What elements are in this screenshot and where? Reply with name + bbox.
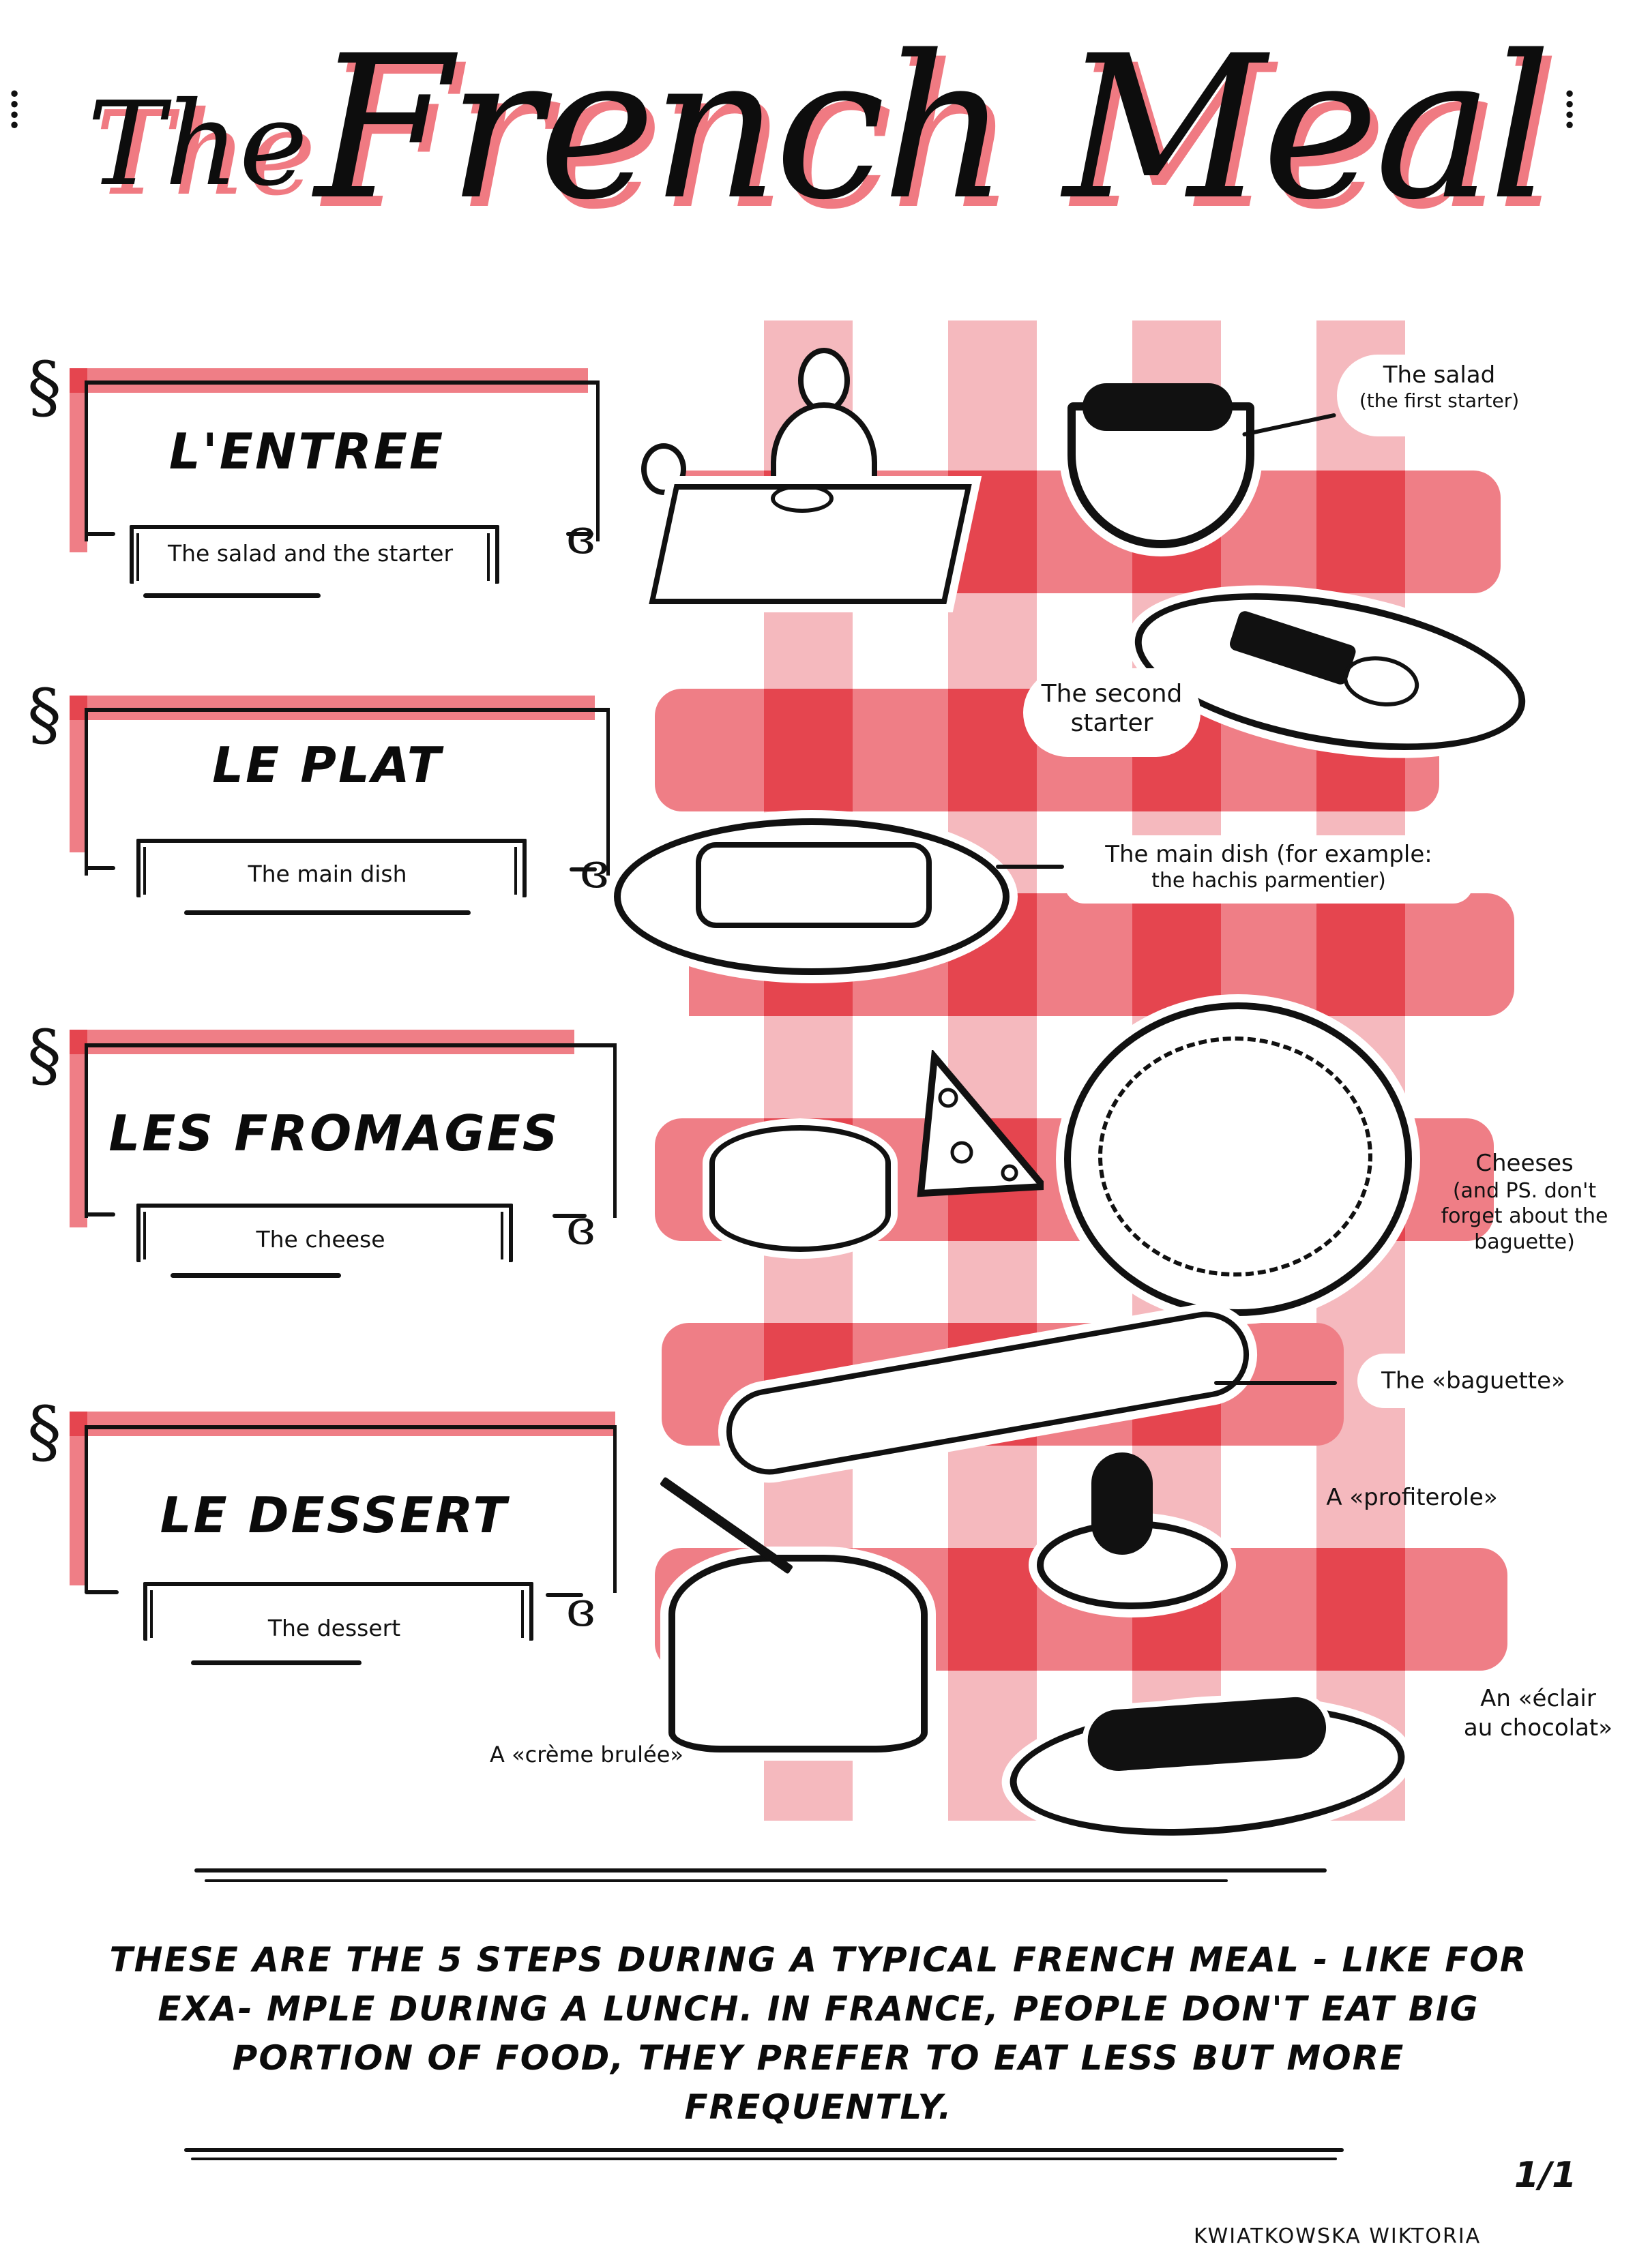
cheese-wheel-illustration [709,1125,891,1252]
scroll-flourish-icon: ɞ [566,1581,595,1637]
section-plat: § ɞ LE PLAT The main dish [27,668,628,941]
section-heading: L'ENTREE [168,423,445,480]
heading-frame [85,1043,617,1218]
divider-line [205,1879,1228,1882]
profiterole-plate-illustration [1037,1452,1228,1609]
scroll-flourish-icon: § [27,1392,61,1472]
title-french-meal: French Meal [314,14,1552,243]
scroll-flourish-icon: § [27,347,61,427]
leader-line [996,865,1064,869]
caption-salad: The salad (the first starter) [1337,355,1542,436]
terrine-icon [1228,609,1358,687]
scroll-flourish-icon: ɞ [580,843,609,899]
scroll-flourish-icon: ɞ [566,1199,595,1255]
section-subtitle: The salad and the starter [167,540,454,567]
divider-line [194,1868,1327,1872]
heading-frame [85,381,600,541]
scroll-flourish-icon: § [27,674,61,754]
caption-second-starter: The second starter [1023,668,1201,757]
main-dish-plate-illustration [614,818,1010,975]
hachis-parmentier-icon [696,842,932,928]
title-the: The [87,77,308,212]
section-subtitle: The main dish [248,861,407,887]
heading-frame [85,708,610,876]
caption-eclair: An «éclair au chocolat» [1463,1685,1613,1742]
divider-line [191,2158,1337,2160]
caption-baguette: The «baguette» [1357,1354,1589,1408]
caption-main-dish: The main dish (for example: the hachis p… [1064,835,1473,904]
section-entree: § ɞ L'ENTREE The salad and the starter [27,341,628,614]
profiterole-icon [1091,1452,1153,1555]
creme-brulee-illustration [659,1476,928,1752]
section-heading: LE PLAT [212,736,443,794]
leader-line [1214,1381,1337,1385]
page-title: The French Meal [0,14,1635,243]
caption-creme-brulee: A «crème brulée» [490,1742,683,1767]
title-banner: ⁞ The French Meal ⁞ [0,0,1635,273]
author-credit: KWIATKOWSKA WIKTORIA [1194,2224,1482,2248]
scroll-flourish-icon: § [27,1015,61,1095]
section-subtitle: The dessert [267,1615,401,1641]
left-flourish-icon: ⁞ [7,77,23,140]
section-heading: LE DESSERT [160,1487,509,1544]
cheese-assortment-icon [1098,1036,1372,1277]
section-heading: LES FROMAGES [108,1105,560,1162]
cheese-platter-illustration [1064,1002,1412,1316]
heading-frame [85,1425,617,1593]
section-fromages: § ɞ LES FROMAGES The cheese [27,1009,628,1282]
section-dessert: § ɞ LE DESSERT The dessert [27,1398,628,1671]
scroll-flourish-icon: ɞ [566,509,595,565]
right-flourish-icon: ⁞ [1562,77,1578,140]
page-number: 1/1 [1514,2155,1577,2196]
cheese-wedge-illustration [907,1048,1051,1207]
diners-table-illustration [600,348,1010,730]
divider-line [184,2148,1344,2152]
dinner-plate-icon [771,484,834,513]
section-subtitle: The cheese [256,1226,385,1253]
salad-leaves-icon [1082,383,1233,431]
caption-cheeses: Cheeses (and PS. don't forget about the … [1441,1150,1608,1254]
caption-profiterole: A «profiterole» [1326,1484,1498,1511]
